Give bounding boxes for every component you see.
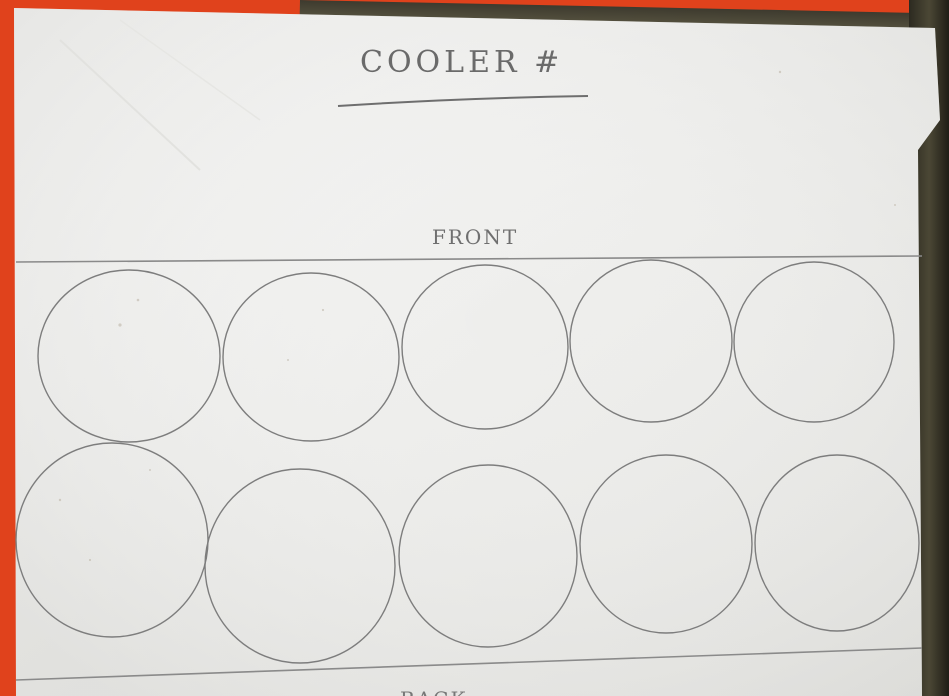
sheet-title: COOLER # — [360, 45, 563, 80]
front-label: FRONT — [432, 225, 518, 249]
back-label: BACK — [400, 687, 467, 696]
